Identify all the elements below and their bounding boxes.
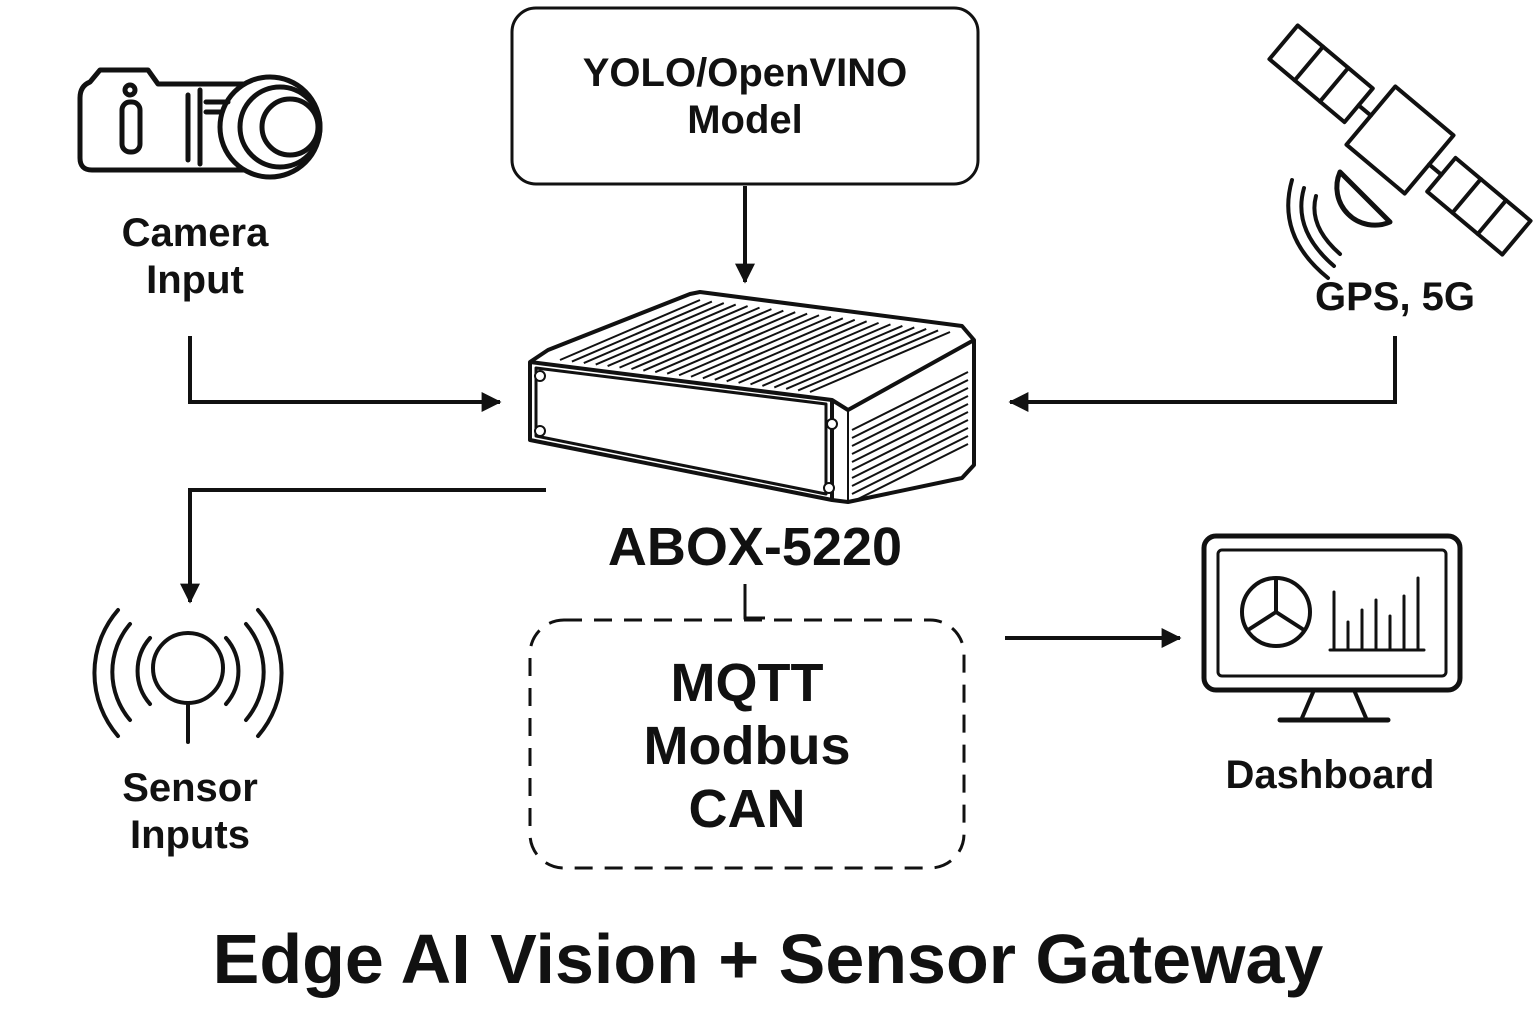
heatsink-fin (726, 320, 868, 383)
heatsink-fin (702, 317, 844, 380)
dashboard-label: Dashboard (1225, 753, 1435, 797)
dashboard-bars-icon (1328, 576, 1426, 652)
side-fin (851, 427, 969, 487)
arrow-gps-to-device (1008, 336, 1397, 412)
model-label-line-1: YOLO/OpenVINO (582, 51, 908, 95)
heatsink-fin (690, 315, 832, 378)
sensor-label-line-2: Inputs (130, 813, 250, 858)
camera-label-line-2: Input (146, 258, 244, 303)
arrow-device-to-sensor (180, 488, 546, 604)
heatsink-fin (809, 331, 951, 393)
connector-device-to-protocols (743, 584, 765, 620)
sensor-label-line-1: Sensor (122, 766, 258, 810)
heatsink-fin (619, 306, 760, 369)
heatsink-fin (631, 308, 772, 371)
page-title: Edge AI Vision + Sensor Gateway (212, 920, 1324, 998)
side-fin (851, 371, 969, 431)
model-label-line-2: Model (687, 98, 803, 143)
side-fin (851, 379, 969, 439)
satellite-icon (1267, 23, 1533, 280)
side-fin (851, 395, 969, 455)
camera-label: Camera Input (70, 210, 320, 304)
heatsink-fin (666, 312, 808, 375)
heatsink-fin (738, 321, 879, 384)
side-fin (851, 387, 969, 447)
arrow-camera-to-device (188, 336, 502, 412)
heatsink-fin (785, 328, 927, 390)
heatsink-fin (595, 303, 737, 366)
side-fin (851, 443, 969, 503)
side-fin (851, 411, 969, 471)
heatsink-fin (714, 318, 856, 381)
sensor-signal-icon (92, 608, 284, 744)
heatsink-fin (797, 329, 939, 392)
heatsink-fin (571, 300, 713, 363)
side-fin (851, 403, 969, 463)
model-box-label: YOLO/OpenVINO Model (512, 50, 978, 144)
model-box (510, 6, 980, 186)
heatsink-fin (678, 314, 820, 377)
heatsink-fin (559, 299, 701, 361)
heatsink-fin (583, 302, 725, 364)
industrial-pc-icon (528, 290, 976, 504)
dashboard-monitor-icon (1201, 533, 1463, 723)
sensor-label: Sensor Inputs (70, 765, 310, 859)
heatsink-fin (773, 326, 915, 389)
protocols-label: MQTT Modbus CAN (530, 652, 964, 842)
heatsink-fin (750, 323, 891, 386)
heatsink-fin (761, 324, 903, 387)
protocol-item-mqtt: MQTT (670, 653, 824, 713)
device-name-label: ABOX-5220 (607, 517, 903, 577)
protocol-item-can: CAN (688, 779, 806, 840)
camera-icon (77, 67, 323, 180)
protocol-item-modbus: Modbus (643, 716, 851, 777)
protocols-box (528, 618, 966, 870)
heatsink-fin (642, 309, 784, 372)
gps-label: GPS, 5G (1314, 275, 1476, 319)
camera-label-line-1: Camera (121, 211, 269, 255)
heatsink-fin (654, 311, 796, 374)
heatsink-fin (607, 305, 749, 368)
side-fin (851, 435, 969, 495)
side-fin (851, 419, 969, 479)
